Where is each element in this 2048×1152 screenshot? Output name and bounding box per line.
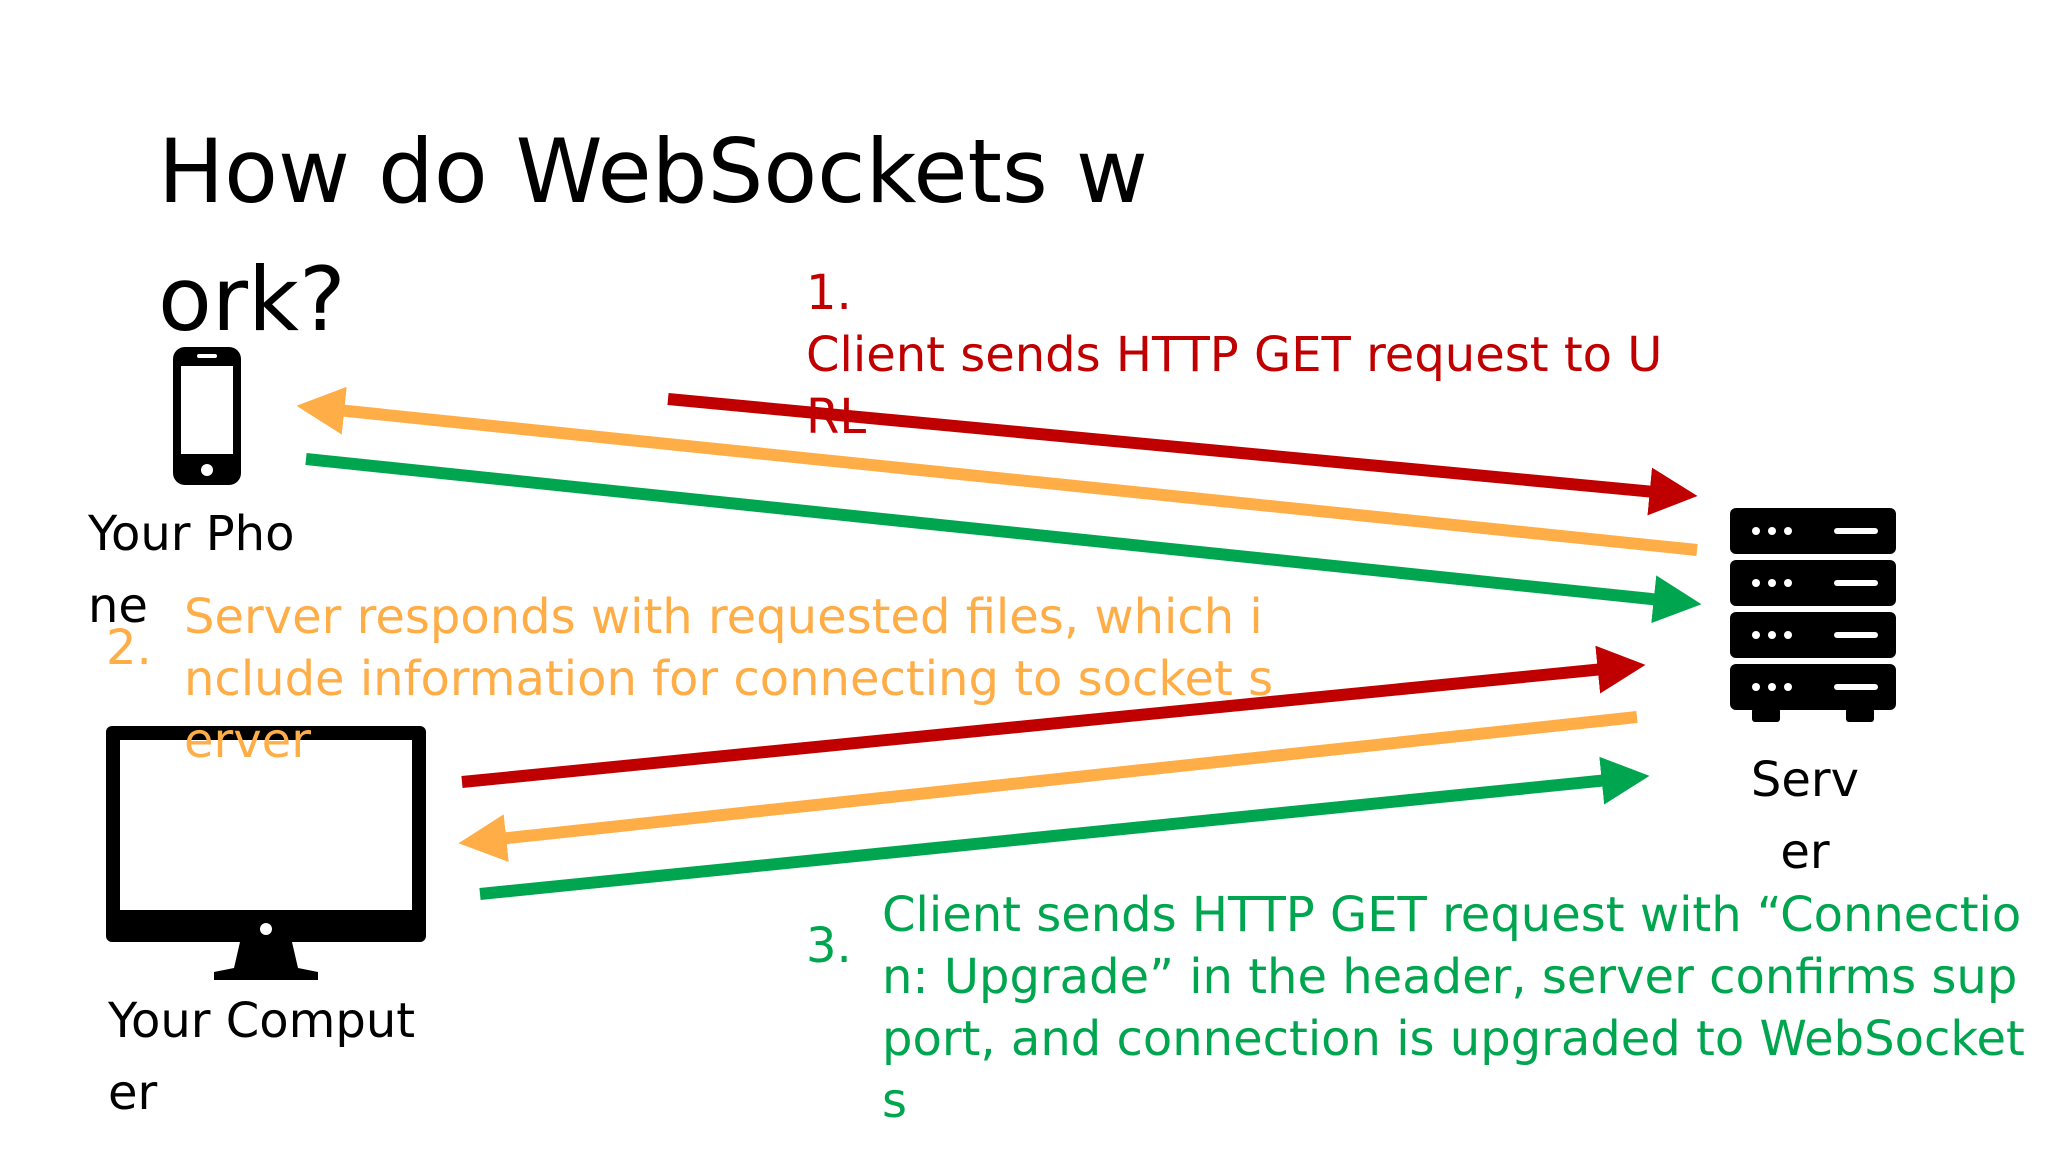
phone-response-arrow <box>296 386 1698 556</box>
computer-request-arrow <box>461 645 1646 788</box>
slide-title: How do WebSockets work? <box>158 120 1148 351</box>
phone-label: Your Phone <box>88 506 295 634</box>
computer-response-arrow <box>458 711 1638 863</box>
computer-upgrade-arrow <box>479 756 1650 900</box>
phone-icon <box>173 347 241 485</box>
server-label: Server <box>1750 752 1860 880</box>
server-icon <box>1730 508 1896 722</box>
step-3-text: Client sends HTTP GET request with “Conn… <box>882 887 2025 1129</box>
phone-request-arrow <box>667 393 1698 516</box>
step-3-number: 3. <box>806 918 852 974</box>
computer-label: Your Computer <box>108 993 416 1121</box>
step-1-number: 1. <box>806 265 852 321</box>
step-2-number: 2. <box>106 620 152 676</box>
step-2-text: Server responds with requested files, wh… <box>184 589 1274 769</box>
computer-icon <box>106 726 426 980</box>
step-1-text: Client sends HTTP GET request to URL <box>806 327 1663 445</box>
phone-upgrade-arrow <box>305 453 1702 624</box>
